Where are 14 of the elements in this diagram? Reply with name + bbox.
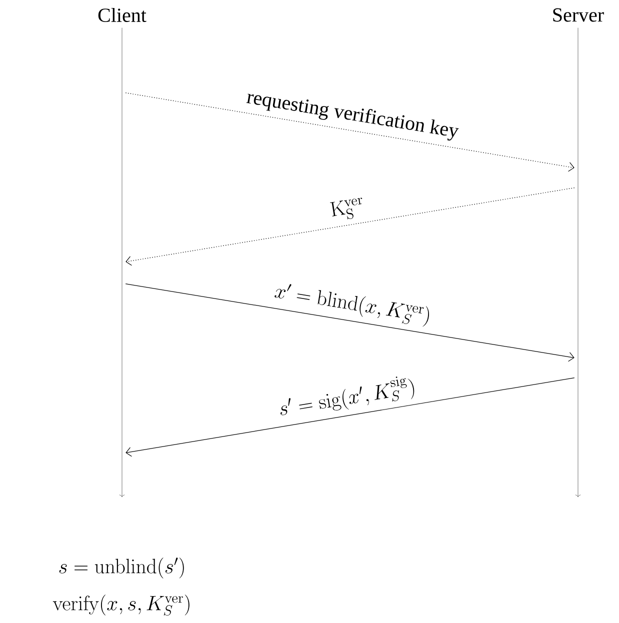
lifeline (575, 28, 581, 498)
formula: $s = \mathrm{unblind}(s')$ (59, 558, 184, 578)
participant-label: Server (553, 8, 604, 22)
edge-label: $\mathrm{K}_\mathrm{S}^\mathrm{ver}$ (330, 198, 362, 220)
edge-label: $s' = \mathrm{sig}(x', K_S^\mathrm{sig})$ (280, 376, 414, 416)
participant-label: Client (98, 8, 146, 22)
message-arrow (126, 188, 575, 266)
message-arrow (125, 92, 574, 172)
edge-label: requesting verification key (246, 94, 459, 141)
edge-label: $x' = \mathrm{blind}(x, K_S^\mathrm{ver})$ (274, 284, 429, 327)
formula: $\mathrm{verify}(x, s, K_S^\mathrm{ver})$ (52, 594, 190, 616)
lifeline (119, 28, 125, 498)
message-arrow (125, 284, 574, 362)
message-arrow (126, 378, 575, 457)
